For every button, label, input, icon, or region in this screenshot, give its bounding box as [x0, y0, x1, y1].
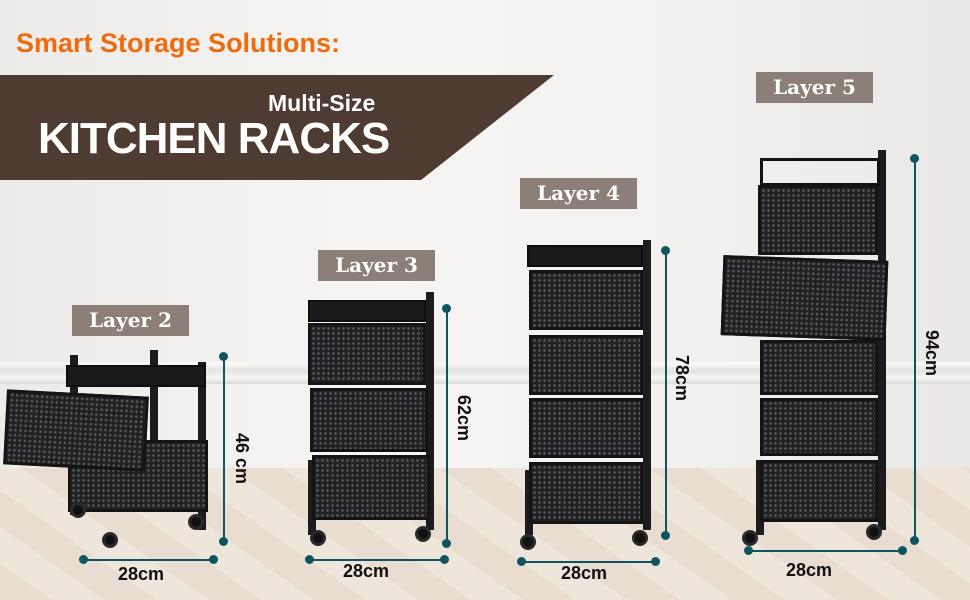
banner-headline: KITCHEN RACKS	[38, 114, 390, 163]
width-line-layer-5	[748, 550, 902, 552]
dimension-dot	[219, 352, 228, 361]
layer-4-label: Layer 4	[520, 178, 637, 209]
dimension-dot	[440, 555, 449, 564]
page-title: Smart Storage Solutions:	[16, 28, 341, 58]
dimension-dot	[517, 557, 526, 566]
width-line-layer-3	[310, 559, 444, 561]
width-line-layer-4	[521, 561, 655, 563]
height-line-layer-4	[665, 250, 667, 535]
height-line-layer-3	[446, 308, 448, 543]
layer-5-label: Layer 5	[756, 72, 873, 103]
layer-3-label: Layer 3	[318, 250, 435, 281]
dimension-dot	[79, 555, 88, 564]
banner-subtitle: Multi-Size	[268, 90, 376, 116]
dimension-dot	[910, 536, 919, 545]
dimension-dot	[744, 546, 753, 555]
dimension-dot	[651, 557, 660, 566]
height-line-layer-5	[914, 158, 916, 540]
width-layer-4: 28cm	[561, 563, 608, 583]
dimension-dot	[305, 555, 314, 564]
dimension-dot	[219, 537, 228, 546]
dimension-dot	[910, 154, 919, 163]
wainscot-rail	[0, 362, 970, 384]
layer-2-label: Layer 2	[72, 305, 189, 336]
height-layer-3: 62cm	[454, 395, 474, 442]
height-layer-4: 78cm	[672, 355, 692, 402]
dimension-dot	[442, 539, 451, 548]
width-layer-3: 28cm	[343, 561, 390, 581]
dimension-dot	[442, 304, 451, 313]
height-line-layer-2	[223, 357, 225, 541]
dimension-dot	[661, 246, 670, 255]
width-line-layer-2	[83, 559, 214, 561]
height-layer-5: 94cm	[922, 330, 942, 377]
dimension-dot	[898, 546, 907, 555]
dimension-dot	[209, 555, 218, 564]
width-layer-5: 28cm	[786, 560, 833, 580]
dimension-dot	[661, 531, 670, 540]
width-layer-2: 28cm	[118, 564, 165, 584]
height-layer-2: 46 cm	[232, 433, 252, 485]
